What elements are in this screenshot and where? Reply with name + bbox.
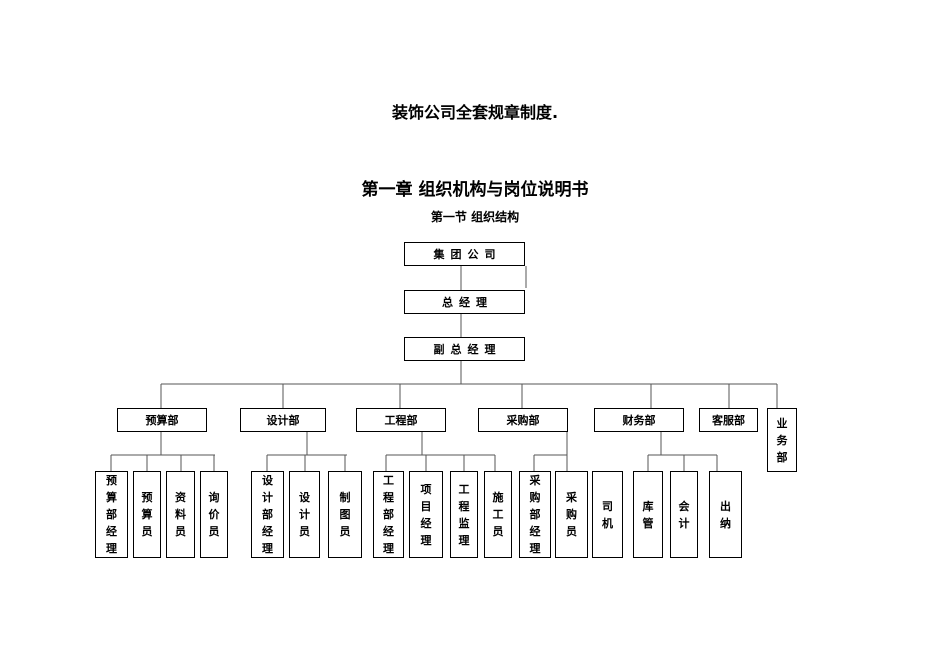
box-business-dept-label: 业务部 (776, 416, 788, 464)
box-warehouse-keeper-label: 库管 (642, 499, 654, 530)
box-deputy-general-manager: 副总经理 (404, 337, 525, 361)
box-engineering-supervisor: 工程监理 (450, 471, 478, 558)
box-budget-clerk-label: 预算员 (141, 491, 153, 538)
box-project-manager: 项目经理 (409, 471, 443, 558)
box-design-dept-label: 设计部 (266, 413, 300, 427)
box-data-clerk-label: 资料员 (175, 491, 186, 538)
box-price-inquiry-clerk: 询价员 (200, 471, 228, 558)
box-drafter-label: 制图员 (339, 491, 351, 538)
box-budget-dept-label: 预算部 (145, 413, 179, 427)
box-engineering-dept-label: 工程部 (384, 413, 418, 427)
box-drafter: 制图员 (328, 471, 362, 558)
box-project-manager-label: 项目经理 (420, 482, 432, 547)
box-designer: 设计员 (289, 471, 320, 558)
chapter-title: 第一章 组织机构与岗位说明书 (361, 180, 589, 200)
box-warehouse-keeper: 库管 (633, 471, 663, 558)
box-purchasing-dept-manager-label: 采购部经理 (529, 474, 541, 555)
box-data-clerk: 资料员 (166, 471, 195, 558)
box-price-inquiry-clerk-label: 询价员 (208, 491, 220, 538)
box-purchasing-dept-label: 采购部 (506, 413, 540, 427)
box-budget-dept: 预算部 (117, 408, 207, 432)
box-driver-label: 司机 (602, 499, 613, 530)
box-engineering-dept-manager-label: 工程部经理 (383, 474, 394, 555)
box-finance-dept-label: 财务部 (622, 413, 656, 427)
box-designer-label: 设计员 (299, 491, 310, 538)
box-accountant-label: 会计 (678, 499, 690, 530)
box-construction-worker: 施工员 (484, 471, 512, 558)
box-cashier: 出纳 (709, 471, 742, 558)
box-purchasing-dept: 采购部 (478, 408, 568, 432)
box-engineering-dept: 工程部 (356, 408, 446, 432)
box-accountant: 会计 (670, 471, 698, 558)
box-driver: 司机 (592, 471, 623, 558)
box-construction-worker-label: 施工员 (492, 491, 504, 538)
box-customer-service-dept-label: 客服部 (712, 413, 745, 427)
box-budget-dept-manager: 预算部经理 (95, 471, 128, 558)
box-engineering-dept-manager: 工程部经理 (373, 471, 404, 558)
box-budget-dept-manager-label: 预算部经理 (106, 474, 117, 555)
box-purchasing-dept-manager: 采购部经理 (519, 471, 551, 558)
box-budget-clerk: 预算员 (133, 471, 161, 558)
box-finance-dept: 财务部 (594, 408, 684, 432)
box-general-manager-label: 总经理 (442, 295, 493, 309)
box-design-dept-manager-label: 设计部经理 (262, 474, 273, 555)
box-cashier-label: 出纳 (720, 499, 731, 530)
box-design-dept: 设计部 (240, 408, 326, 432)
box-purchaser: 采购员 (555, 471, 588, 558)
box-customer-service-dept: 客服部 (699, 408, 758, 432)
box-group-company-label: 集团公司 (433, 247, 502, 261)
box-general-manager: 总经理 (404, 290, 525, 314)
box-engineering-supervisor-label: 工程监理 (458, 482, 470, 547)
box-purchaser-label: 采购员 (566, 491, 577, 538)
document-title: 装饰公司全套规章制度. (391, 103, 559, 122)
box-business-dept: 业务部 (767, 408, 797, 472)
box-design-dept-manager: 设计部经理 (251, 471, 284, 558)
section-title: 第一节 组织结构 (430, 210, 520, 224)
box-deputy-general-manager-label: 副总经理 (433, 342, 502, 356)
box-group-company: 集团公司 (404, 242, 525, 266)
